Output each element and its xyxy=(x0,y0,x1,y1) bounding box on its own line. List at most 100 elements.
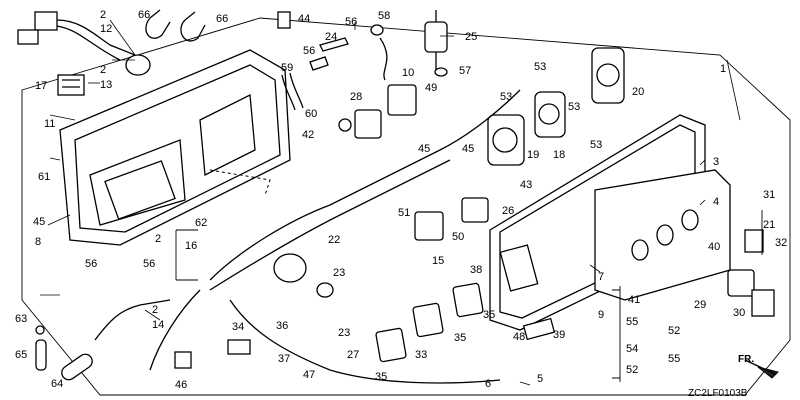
front-label: FR. xyxy=(738,354,754,365)
grommet-58 xyxy=(370,24,384,36)
clip-66 xyxy=(145,9,206,42)
callout-56b: 56 xyxy=(303,45,315,57)
control-box xyxy=(59,49,291,246)
callout-32: 32 xyxy=(775,237,787,249)
plate-39 xyxy=(522,317,556,341)
callout-54: 54 xyxy=(626,343,638,355)
callout-24: 24 xyxy=(325,31,337,43)
assembly-boundary xyxy=(21,17,791,396)
callout-35b: 35 xyxy=(454,332,466,344)
callout-59: 59 xyxy=(281,62,293,74)
cover-30 xyxy=(751,289,775,317)
connector-17 xyxy=(57,74,85,96)
callout-38: 38 xyxy=(470,264,482,276)
callout-56d: 56 xyxy=(143,258,155,270)
part-34 xyxy=(227,339,251,355)
leader-lines xyxy=(40,19,741,386)
callout-33: 33 xyxy=(415,349,427,361)
outlet-19 xyxy=(487,114,525,166)
part-46 xyxy=(174,351,192,369)
callout-35a: 35 xyxy=(375,371,387,383)
callout-60: 60 xyxy=(305,108,317,120)
callout-5: 5 xyxy=(537,373,543,385)
callout-40: 40 xyxy=(708,241,720,253)
front-arrow xyxy=(744,359,779,379)
callout-3: 3 xyxy=(713,156,719,168)
callout-1: 1 xyxy=(720,63,726,75)
callout-7: 7 xyxy=(598,271,604,283)
callout-27: 27 xyxy=(347,349,359,361)
callout-2a: 2 xyxy=(100,9,106,21)
callout-56a: 56 xyxy=(345,16,357,28)
callout-66b: 66 xyxy=(216,13,228,25)
callout-14: 14 xyxy=(152,319,164,331)
callout-15: 15 xyxy=(432,255,444,267)
callout-55b: 55 xyxy=(668,353,680,365)
callout-53c: 53 xyxy=(568,101,580,113)
callout-2b: 2 xyxy=(100,64,106,76)
switch-28 xyxy=(338,109,382,139)
callout-63: 63 xyxy=(15,313,27,325)
relay-10 xyxy=(387,84,417,116)
breaker-33 xyxy=(375,327,407,363)
callout-13: 13 xyxy=(100,79,112,91)
bolt-63 xyxy=(35,325,45,335)
outlet-18 xyxy=(534,91,566,138)
callout-12: 12 xyxy=(100,23,112,35)
breaker-35a xyxy=(412,302,444,338)
callout-21: 21 xyxy=(763,219,775,231)
tube-64 xyxy=(61,353,93,381)
callout-52a: 52 xyxy=(668,325,680,337)
callout-28: 28 xyxy=(350,91,362,103)
callout-2d: 2 xyxy=(152,304,158,316)
switch-21 xyxy=(744,229,764,253)
callout-47: 47 xyxy=(303,369,315,381)
callout-20: 20 xyxy=(632,86,644,98)
callout-4: 4 xyxy=(713,196,719,208)
callout-50: 50 xyxy=(452,231,464,243)
callout-45a: 45 xyxy=(33,216,45,228)
callout-6: 6 xyxy=(485,378,491,390)
callout-23a: 23 xyxy=(333,267,345,279)
callout-16: 16 xyxy=(185,240,197,252)
callout-25: 25 xyxy=(465,31,477,43)
tube-60 xyxy=(281,74,296,111)
callout-53d: 53 xyxy=(590,139,602,151)
callout-55a: 55 xyxy=(626,316,638,328)
bracket-9 xyxy=(612,286,621,382)
callout-29: 29 xyxy=(694,299,706,311)
callout-49: 49 xyxy=(425,82,437,94)
callout-26: 26 xyxy=(502,205,514,217)
callout-52b: 52 xyxy=(626,364,638,376)
breaker-35b xyxy=(452,282,484,318)
callout-35c: 35 xyxy=(483,309,495,321)
callout-34: 34 xyxy=(232,321,244,333)
callout-51: 51 xyxy=(398,207,410,219)
callout-labels: 1 2 2 2 2 3 4 5 6 7 8 9 10 11 12 13 14 1… xyxy=(15,9,787,391)
meter-29 xyxy=(727,269,755,297)
callout-8: 8 xyxy=(35,236,41,248)
wire-harness xyxy=(209,89,521,281)
callout-53a: 53 xyxy=(534,61,546,73)
callout-62: 62 xyxy=(195,217,207,229)
callout-45b: 45 xyxy=(418,143,430,155)
callout-46: 46 xyxy=(175,379,187,391)
harness-plug xyxy=(17,11,151,76)
callout-10: 10 xyxy=(402,67,414,79)
callout-23b: 23 xyxy=(338,327,350,339)
callout-42: 42 xyxy=(302,129,314,141)
switch-15 xyxy=(414,211,444,241)
callout-66a: 66 xyxy=(138,9,150,21)
part-44 xyxy=(277,11,291,29)
fitting-24 xyxy=(309,37,349,71)
callout-22: 22 xyxy=(328,234,340,246)
clip-65 xyxy=(35,339,47,371)
callout-48: 48 xyxy=(513,331,525,343)
callout-19: 19 xyxy=(527,149,539,161)
relay-26 xyxy=(461,197,489,223)
callout-37: 37 xyxy=(278,353,290,365)
callout-57: 57 xyxy=(459,65,471,77)
callout-9: 9 xyxy=(598,309,604,321)
callout-41: 41 xyxy=(628,294,640,306)
callout-65: 65 xyxy=(15,349,27,361)
